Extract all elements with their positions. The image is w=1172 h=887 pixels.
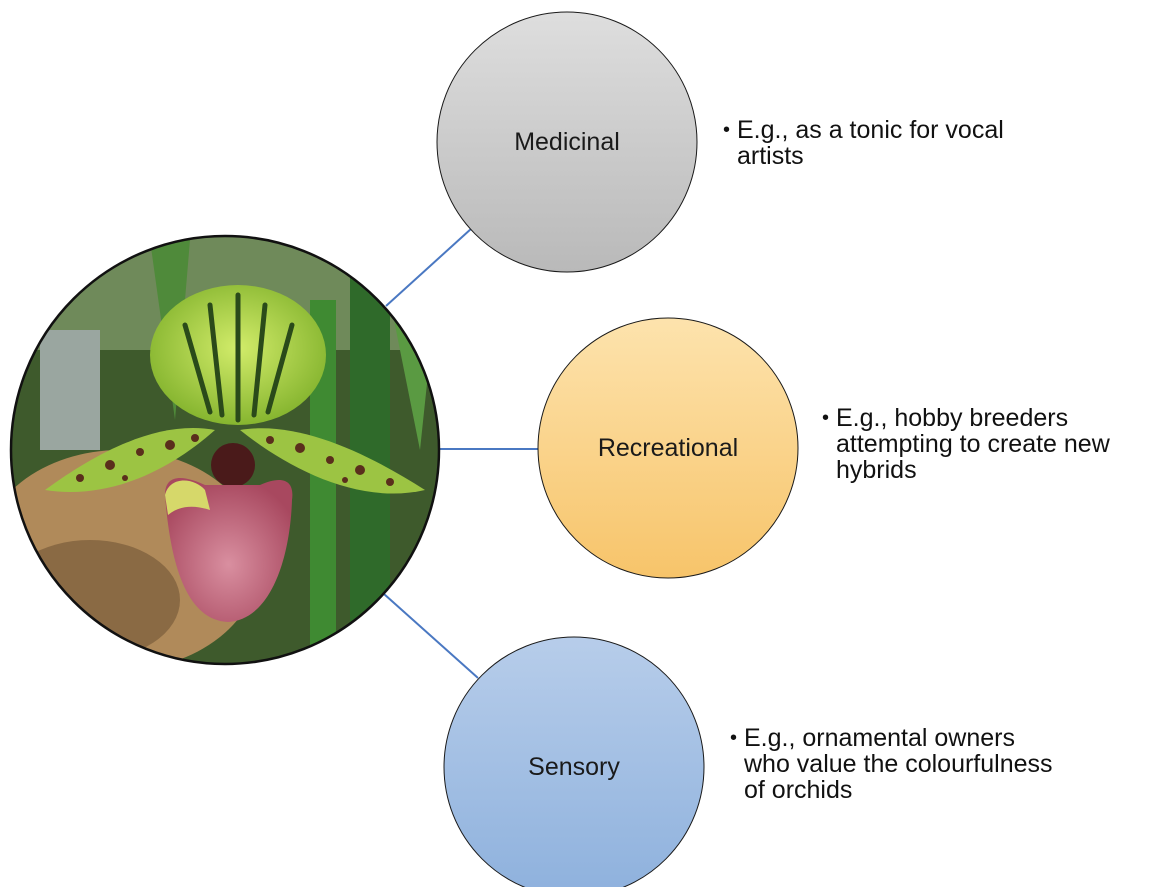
connector-medicinal [386, 228, 472, 306]
node-label-medicinal: Medicinal [437, 112, 697, 172]
connector-sensory [384, 594, 478, 678]
bullet-text-sensory: E.g., ornamental owners who value the co… [730, 725, 1130, 803]
bullet-text-medicinal: E.g., as a tonic for vocal artists [723, 117, 1123, 169]
node-label-recreational: Recreational [538, 418, 798, 478]
bullet-dot: • [730, 725, 737, 751]
bullet-sensory: • E.g., ornamental owners who value the … [730, 725, 1130, 803]
bullet-medicinal: • E.g., as a tonic for vocal artists [723, 117, 1123, 169]
orchid-photo-icon [0, 230, 450, 670]
bullet-dot: • [723, 117, 730, 143]
bullet-dot: • [822, 405, 829, 431]
node-label-sensory: Sensory [444, 737, 704, 797]
bullet-text-recreational: E.g., hobby breeders attempting to creat… [822, 405, 1167, 483]
bullet-recreational: • E.g., hobby breeders attempting to cre… [822, 405, 1167, 483]
